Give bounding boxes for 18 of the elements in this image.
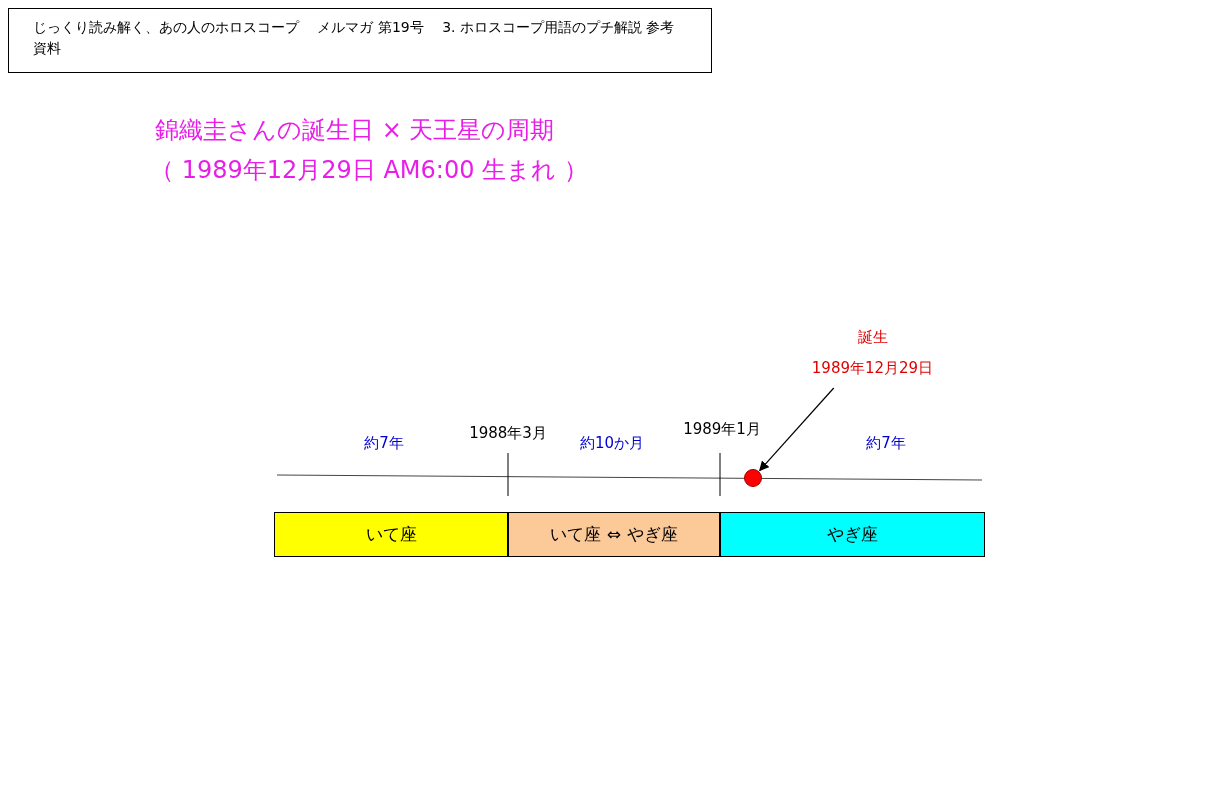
header-text: じっくり読み解く、あの人のホロスコープ メルマガ 第19号 3. ホロスコープ用語のプチ解説 参考資料 <box>33 18 676 58</box>
sign-name: いて座 ⇔ やぎ座 <box>550 522 678 546</box>
header-box <box>8 8 712 73</box>
sign-band <box>720 512 985 557</box>
sign-band <box>508 512 720 557</box>
sign-name: いて座 <box>365 522 417 546</box>
sign-band <box>274 512 508 557</box>
callout-title: 誕生 <box>857 327 888 348</box>
timeline-label: 1988年3月 <box>468 423 548 444</box>
sign-name: やぎ座 <box>827 522 878 546</box>
arrow <box>759 387 835 472</box>
timeline-label: 約7年 <box>363 433 405 454</box>
callout-date: 1989年12月29日 <box>811 357 934 379</box>
timeline-label: 1989年1月 <box>682 419 762 440</box>
timeline-label: 約10か月 <box>578 433 646 454</box>
chart-title: 錦織圭さんの誕生日 × 天王星の周期 <box>155 115 555 146</box>
chart-subtitle: （ 1989年12月29日 AM6:00 生まれ ） <box>150 155 589 186</box>
timeline-label: 約7年 <box>865 433 907 454</box>
